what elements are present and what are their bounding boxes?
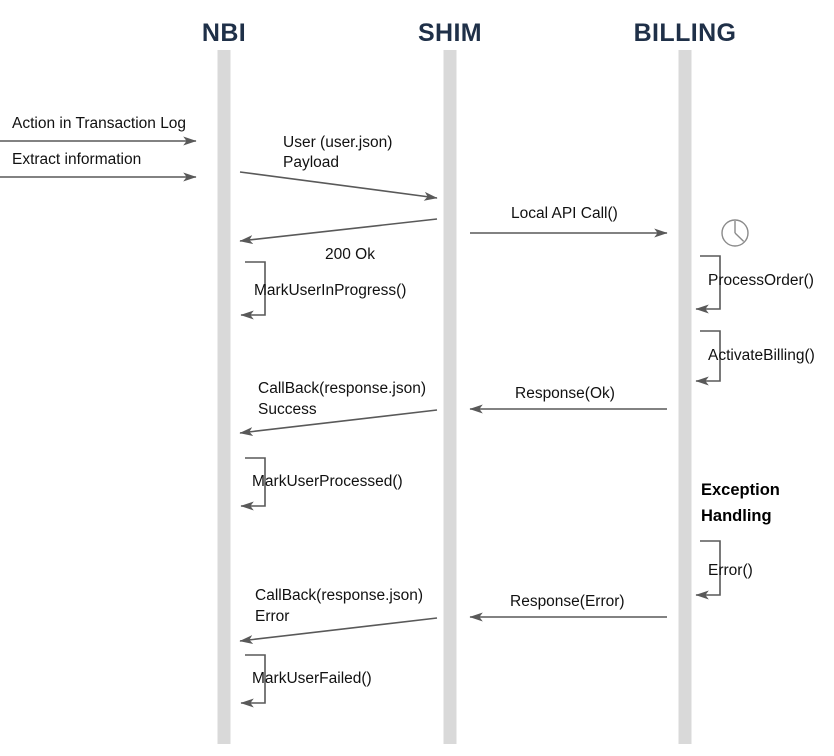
self-call-label-mark-user-in-progress: MarkUserInProgress() [254,282,406,299]
self-call-error: Error() [695,540,753,600]
annotation-label-exception-handling-line2: Handling [701,507,772,525]
self-call-path-activate-billing [695,330,721,386]
self-call-path-process-order [695,255,721,314]
self-call-path-mark-user-in-progress [240,261,266,320]
message-arrow-user-payload [239,171,438,201]
self-call-path-error [695,540,721,600]
clock-icon-hand-minute [734,232,745,242]
annotation-label-exception-handling-line1: Exception [701,481,780,499]
self-call-activate-billing: ActivateBilling() [695,330,815,386]
actor-title-nbi: NBI [202,19,246,47]
self-call-path-mark-user-failed [240,654,266,708]
lifeline-billing [678,50,692,744]
message-extract-information: Extract information [0,151,197,182]
self-call-label-error: Error() [708,562,753,579]
message-200-ok: 200 Ok [239,218,438,263]
lifeline-shim [443,50,457,744]
lifelines-group [217,50,692,744]
message-callback-error: CallBack(response.json) Error [239,587,438,644]
icons-group [721,219,749,247]
self-call-label-mark-user-processed: MarkUserProcessed() [252,473,403,490]
message-label-extract-information: Extract information [12,151,141,168]
actor-title-shim: SHIM [418,19,482,47]
actor-titles-group: NBI SHIM BILLING [202,19,737,47]
message-label-callback-success-line2: Success [258,401,317,418]
message-label-callback-error-line1: CallBack(response.json) [255,587,423,604]
self-call-mark-user-failed: MarkUserFailed() [240,654,372,708]
self-calls-group: MarkUserInProgress() ProcessOrder() Activa… [240,255,815,708]
message-label-callback-error-line2: Error [255,608,289,625]
message-label-user-payload-line1: User (user.json) [283,134,392,151]
message-label-response-ok: Response(Ok) [515,385,615,402]
message-callback-success: CallBack(response.json) Success [239,380,438,436]
message-arrow-callback-error [239,617,438,644]
message-response-error: Response(Error) [469,593,667,622]
message-arrow-200-ok [239,218,438,245]
self-call-label-mark-user-failed: MarkUserFailed() [252,670,372,687]
message-label-callback-success-line1: CallBack(response.json) [258,380,426,397]
clock-icon [721,219,749,247]
self-call-process-order: ProcessOrder() [695,255,814,314]
message-local-api-call: Local API Call() [470,205,668,238]
self-call-mark-user-processed: MarkUserProcessed() [240,457,403,511]
message-response-ok: Response(Ok) [469,385,667,414]
actor-title-billing: BILLING [634,19,737,47]
message-user-payload: User (user.json) Payload [239,134,438,201]
message-label-action-in-transaction-log: Action in Transaction Log [12,115,186,132]
message-label-response-error: Response(Error) [510,593,625,610]
message-label-200-ok: 200 Ok [325,246,375,263]
self-call-label-process-order: ProcessOrder() [708,272,814,289]
self-call-label-activate-billing: ActivateBilling() [708,347,815,364]
message-label-user-payload-line2: Payload [283,154,339,171]
lifeline-nbi [217,50,231,744]
message-arrow-callback-success [239,409,438,436]
self-call-path-mark-user-processed [240,457,266,511]
message-action-in-transaction-log: Action in Transaction Log [0,115,197,146]
self-call-mark-user-in-progress: MarkUserInProgress() [240,261,406,320]
message-label-local-api-call: Local API Call() [511,205,618,222]
